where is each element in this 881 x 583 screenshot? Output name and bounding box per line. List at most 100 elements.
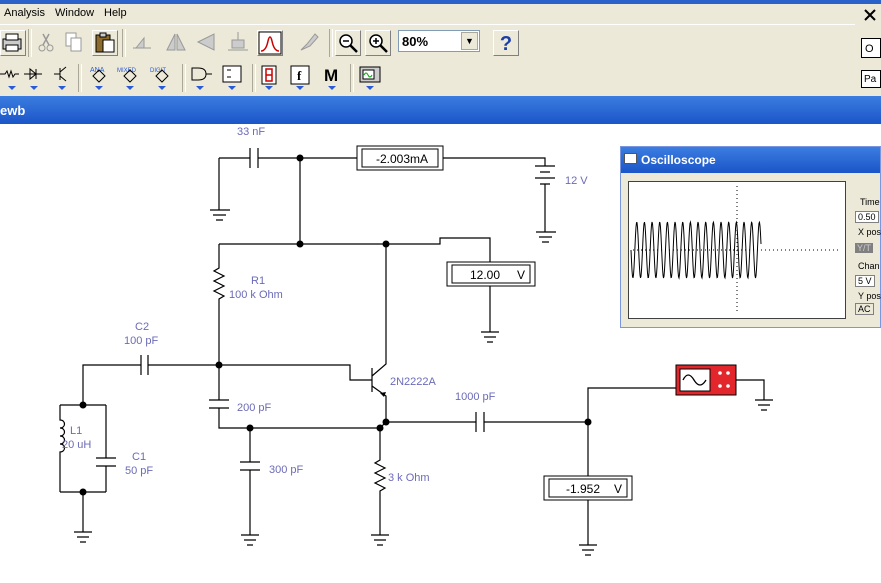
oscilloscope-screen — [628, 181, 846, 319]
sources-bin-button[interactable] — [0, 64, 26, 90]
flip-horizontal-button[interactable] — [164, 30, 190, 56]
instruments-bin-button[interactable] — [358, 64, 384, 90]
r1-name: R1 — [251, 275, 265, 287]
zoom-in-button[interactable] — [365, 30, 391, 56]
cap-out-value: 1000 pF — [455, 391, 496, 403]
close-icon[interactable] — [862, 8, 878, 22]
menu-window[interactable]: Window — [55, 7, 95, 19]
cap-top-value: 33 nF — [237, 126, 265, 138]
menu-bar: Analysis Window Help — [0, 4, 881, 24]
misc-icon: M — [324, 66, 338, 90]
logic-gates-bin-button[interactable] — [188, 64, 214, 90]
flip-vertical-button[interactable] — [194, 30, 220, 56]
help-button[interactable]: ? — [493, 30, 519, 56]
source-icon — [0, 69, 19, 90]
digital-bin-label: DIGIT — [150, 68, 166, 74]
yt-mode-button[interactable]: Y/T — [855, 243, 874, 253]
panel-button-1[interactable]: O — [861, 38, 881, 58]
oscilloscope-title-bar[interactable]: Oscilloscope — [621, 147, 880, 173]
digital-ics-bin-button[interactable]: DIGIT — [148, 64, 174, 90]
c2-name: C2 — [135, 321, 149, 333]
oscilloscope-instrument[interactable] — [675, 364, 737, 396]
transistors-bin-button[interactable] — [50, 64, 76, 90]
oscilloscope-window-icon — [624, 153, 637, 164]
oscilloscope-title: Oscilloscope — [641, 153, 716, 167]
instrument-panel: O Pa — [855, 24, 881, 96]
chevron-down-icon[interactable]: ▼ — [461, 32, 478, 50]
supply-voltage: 12 V — [565, 175, 588, 187]
indicators-bin-button[interactable] — [258, 64, 284, 90]
toolbar-separator — [252, 64, 256, 92]
r1-value: 100 k Ohm — [229, 289, 283, 301]
component-properties-button[interactable] — [297, 30, 323, 56]
mixed-bin-label: MIXED — [117, 68, 137, 74]
cut-button[interactable] — [34, 30, 60, 56]
zoom-select[interactable]: 80% ▼ — [398, 30, 480, 52]
zoom-value: 80% — [402, 34, 429, 49]
oscilloscope-window[interactable]: Oscilloscope Time 0.50 X pos Y/T Chan 5 … — [620, 146, 881, 328]
l1-name: L1 — [70, 425, 82, 437]
subcircuit-button[interactable] — [226, 30, 252, 56]
c1-value: 50 pF — [125, 465, 153, 477]
flipflop-icon — [222, 65, 242, 90]
toolbar-separator — [329, 29, 333, 57]
misc-bin-label: M — [324, 66, 338, 85]
print-icon — [2, 33, 22, 52]
menu-analysis[interactable]: Analysis — [4, 7, 45, 19]
x-position-label: X pos — [858, 227, 881, 237]
c2-value: 100 pF — [124, 335, 159, 347]
flip-vertical-icon — [196, 33, 215, 51]
time-base-value[interactable]: 0.50 — [855, 211, 879, 223]
voltmeter-output-reading: -1.952 — [566, 482, 600, 496]
panel-button-2[interactable]: Pa — [861, 70, 881, 88]
paste-button[interactable] — [92, 30, 118, 56]
parts-bin-toolbar: ANA MIXED DIGIT f M — [0, 60, 855, 97]
copy-button[interactable] — [62, 30, 88, 56]
voltmeter-output-unit: V — [614, 482, 622, 496]
mixed-ic-icon: MIXED — [117, 68, 137, 90]
rotate-button[interactable] — [130, 30, 156, 56]
c1-name: C1 — [132, 451, 146, 463]
menu-help[interactable]: Help — [104, 7, 127, 19]
copy-icon — [65, 32, 82, 52]
toolbar-main: 80% ▼ ? — [0, 24, 855, 61]
diodes-bin-button[interactable] — [22, 64, 48, 90]
window-top-strip — [0, 0, 881, 4]
analog-ic-icon: ANA — [90, 67, 106, 90]
digital-bin-button[interactable] — [220, 64, 246, 90]
properties-icon — [300, 33, 319, 51]
print-button[interactable] — [0, 30, 26, 56]
voltmeter-output[interactable]: -1.952 V — [543, 475, 633, 501]
analog-ics-bin-button[interactable]: ANA — [86, 64, 112, 90]
rotate-icon — [133, 36, 151, 49]
ac-coupling-button[interactable]: AC — [855, 303, 874, 315]
channel-label: Chan — [858, 261, 880, 271]
l1-value: 20 uH — [62, 439, 91, 451]
toolbar-separator — [28, 29, 32, 57]
window-title: ewb — [0, 103, 26, 118]
paste-icon — [95, 32, 115, 53]
toolbar-separator — [122, 29, 126, 57]
graphs-button[interactable] — [257, 30, 283, 56]
cap-mid-value: 200 pF — [237, 402, 272, 414]
miscellaneous-bin-button[interactable]: M — [320, 64, 346, 90]
toolbar-separator — [350, 64, 354, 92]
channel-scale-value[interactable]: 5 V — [855, 275, 875, 287]
voltmeter-supply[interactable]: 12.00 V — [446, 261, 536, 287]
oscilloscope-controls: Time 0.50 X pos Y/T Chan 5 V Y pos AC — [852, 181, 881, 321]
zoom-out-icon — [339, 34, 358, 53]
digital-ic-icon: DIGIT — [150, 68, 169, 90]
toolbar-separator — [182, 64, 186, 92]
controls-bin-button[interactable]: f — [288, 64, 314, 90]
zoom-out-button[interactable] — [335, 30, 361, 56]
scissors-icon — [38, 33, 54, 52]
transistor-label: 2N2222A — [390, 376, 437, 388]
circuit-window-title-bar: ewb — [0, 96, 881, 124]
cap-low-value: 300 pF — [269, 464, 304, 476]
emitter-resistor-value: 3 k Ohm — [388, 472, 430, 484]
mixed-ics-bin-button[interactable]: MIXED — [116, 64, 142, 90]
ammeter[interactable]: -2.003mA — [356, 145, 444, 171]
flip-horizontal-icon — [166, 33, 186, 51]
oscilloscope-waveform — [630, 186, 841, 314]
y-position-label: Y pos — [858, 291, 881, 301]
